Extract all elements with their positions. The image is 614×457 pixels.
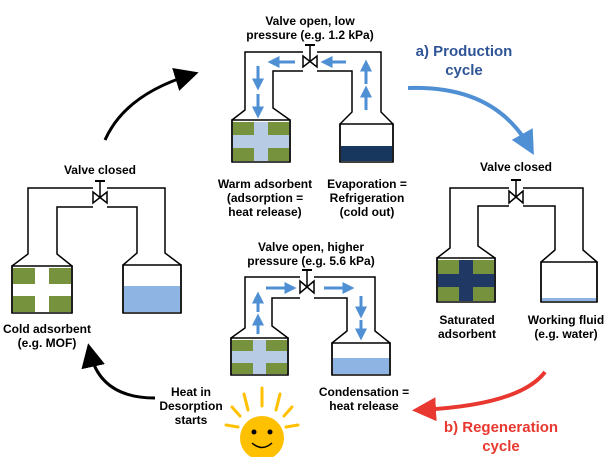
heat-desorption-label: Heat in Desorption starts	[159, 385, 223, 427]
right-apparatus	[436, 179, 598, 303]
valve-icon	[299, 269, 315, 295]
bottom-flow-arrows	[252, 282, 367, 341]
top-liquid	[341, 146, 392, 161]
bottom-liquid	[333, 358, 389, 374]
production-cycle-label: a) Production cycle	[415, 43, 513, 79]
left-valve-label: Valve closed	[63, 163, 137, 177]
top-flow-arrows	[252, 56, 372, 119]
sun-icon	[224, 386, 300, 457]
top-valve-label: Valve open, low pressure (e.g. 1.2 kPa)	[246, 14, 374, 42]
left-liquid	[124, 286, 180, 312]
top-adsorbent-label: Warm adsorbent (adsorption = heat releas…	[217, 177, 313, 219]
right-fluid-label: Working fluid (e.g. water)	[527, 313, 605, 341]
regeneration-arrow	[412, 370, 547, 422]
bottom-condensation-label: Condensation = heat release	[318, 385, 410, 413]
cycle-arrow-top-left	[103, 67, 199, 141]
top-apparatus	[231, 44, 394, 163]
bottom-apparatus	[230, 269, 391, 376]
valve-icon	[92, 180, 108, 205]
left-adsorbent-label: Cold adsorbent (e.g. MOF)	[2, 322, 91, 350]
top-evaporation-label: Evaporation = Refrigeration (cold out)	[327, 177, 407, 219]
right-valve-label: Valve closed	[479, 160, 553, 174]
right-liquid	[542, 298, 596, 301]
valve-icon	[508, 179, 524, 205]
production-arrow	[407, 85, 534, 155]
right-adsorbent-label: Saturated adsorbent	[437, 313, 496, 341]
left-apparatus	[11, 180, 182, 314]
cycle-arrow-bottom-left	[81, 343, 156, 400]
bottom-valve-label: Valve open, higher pressure (e.g. 5.6 kP…	[247, 240, 375, 268]
regeneration-cycle-label: b) Regeneration cycle	[443, 419, 559, 455]
valve-icon	[302, 44, 318, 69]
